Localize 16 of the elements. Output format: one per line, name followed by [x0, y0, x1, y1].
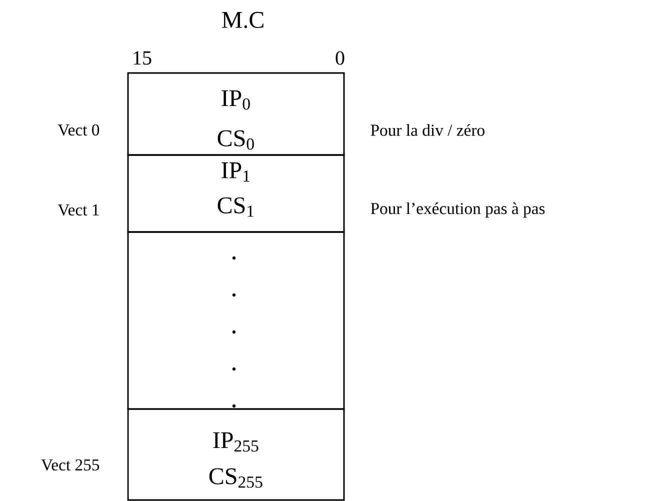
title: M.C	[222, 12, 264, 28]
side-label: Vect 1	[58, 204, 99, 216]
side-label: Pour la div / zéro	[370, 124, 484, 136]
memory-cell	[127, 231, 345, 410]
register-label: IP$_{255}$	[213, 432, 258, 452]
memory-cell	[127, 154, 345, 233]
register-label: IP$_{0}$	[222, 90, 250, 110]
side-label: Pour l’exécution pas à pas	[370, 202, 545, 218]
register-label: CS$_{1}$	[218, 197, 254, 217]
memory-cell	[127, 408, 345, 501]
register-label: CS$_{0}$	[218, 130, 254, 150]
memory-cell	[127, 72, 345, 156]
register-label: IP$_{1}$	[222, 162, 250, 182]
register-label: CS$_{255}$	[209, 468, 262, 488]
side-label: Vect 255	[41, 459, 100, 471]
side-label: Vect 0	[58, 124, 100, 136]
